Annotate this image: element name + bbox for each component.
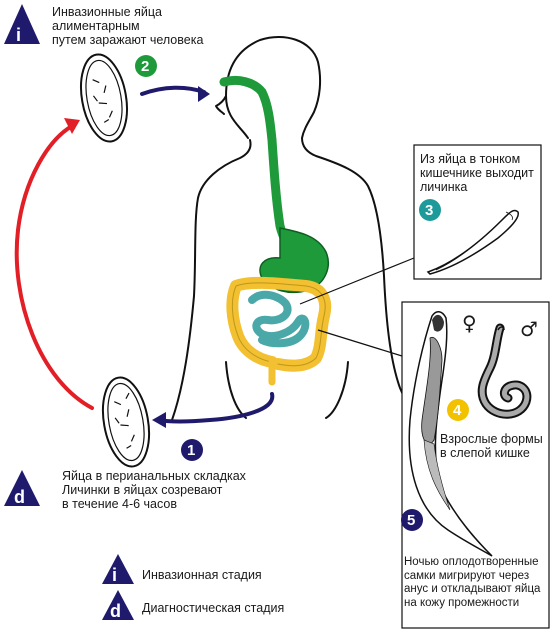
stage-i-note: Инвазионные яйца алиментарным путем зара… [52, 5, 204, 47]
svg-text:2: 2 [141, 58, 149, 75]
stage-d-marker: d [4, 470, 40, 507]
svg-text:3: 3 [425, 202, 433, 219]
male-symbol: ♂ [520, 317, 538, 341]
connector-lines [299, 257, 415, 357]
svg-text:1: 1 [187, 442, 195, 459]
female-symbol: ♀ [462, 311, 477, 335]
arrow-ingestion [140, 85, 210, 102]
legend-d-label: Диагностическая стадия [142, 601, 285, 615]
svg-text:4: 4 [453, 402, 462, 419]
small-intestine [248, 290, 310, 348]
egg-icon [80, 53, 128, 143]
step-1-marker: 1 [181, 439, 203, 461]
svg-text:d: d [14, 487, 25, 507]
step-4-marker: 4 [447, 399, 469, 421]
human-silhouette [171, 36, 415, 421]
larva-icon [426, 209, 519, 275]
male-worm-icon [477, 323, 532, 419]
svg-text:i: i [16, 25, 21, 45]
colon-outline [231, 282, 326, 367]
svg-text:i: i [112, 565, 117, 585]
arrow-autoinfection [14, 118, 94, 410]
legend-i-label: Инвазионная стадия [142, 568, 262, 582]
svg-text:d: d [110, 601, 121, 621]
step-3-marker: 3 [419, 199, 441, 221]
step-2-marker: 2 [135, 55, 157, 77]
step4-note: Взрослые формы в слепой кишке [440, 432, 543, 460]
svg-text:5: 5 [407, 512, 415, 529]
step-5-marker: 5 [401, 509, 423, 531]
stage-d-note: Яйца в перианальных складках Личинки в я… [62, 469, 246, 511]
step3-note: Из яйца в тонком кишечнике выходит личин… [420, 152, 534, 194]
digestive-tract [219, 75, 332, 386]
stage-i-marker: i [4, 4, 40, 45]
legend-d-marker: d [102, 590, 134, 621]
legend-i-marker: i [102, 554, 134, 585]
arrow-egg-laying [152, 392, 275, 428]
egg-icon [101, 376, 151, 468]
female-worm-icon [408, 311, 493, 557]
step5-note: Ночью оплодотворенные самки мигрируют че… [404, 556, 541, 609]
